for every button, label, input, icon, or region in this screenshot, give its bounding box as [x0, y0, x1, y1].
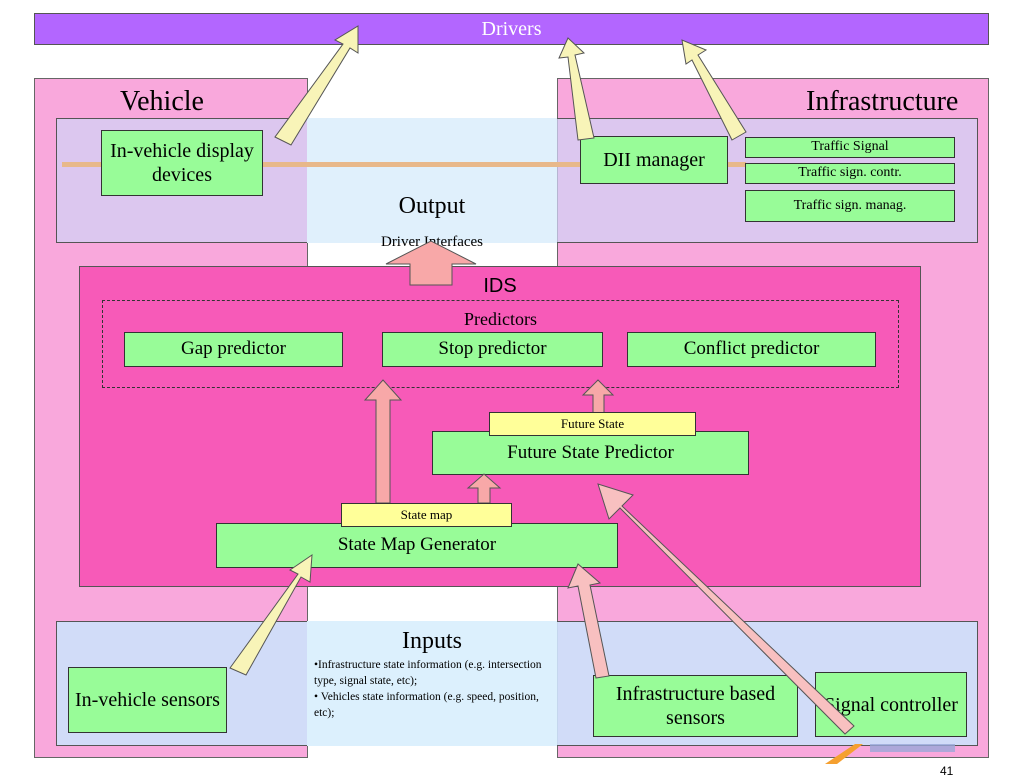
infra-sensors-box: Infrastructure based sensors [593, 675, 798, 737]
conflict-predictor-box: Conflict predictor [627, 332, 876, 367]
arrow-to-conflict-predictor [581, 379, 615, 414]
stop-predictor-label: Stop predictor [438, 338, 547, 360]
inputs-title: Inputs [402, 628, 462, 654]
traffic-signal-box: Traffic Signal [745, 137, 955, 158]
arrow-display-to-drivers [274, 25, 359, 146]
future-state-predictor-box: Future State Predictor [432, 431, 749, 475]
arrow-signal-to-future [597, 483, 855, 735]
traffic-sign-contr-box: Traffic sign. contr. [745, 163, 955, 184]
orange-line [62, 162, 746, 167]
gap-predictor-label: Gap predictor [181, 338, 286, 360]
in-vehicle-display-box: In-vehicle display devices [101, 130, 263, 196]
arrow-infra-to-statemap [567, 563, 610, 679]
inputs-bullet-1: •Infrastructure state information (e.g. … [314, 659, 542, 687]
arrow-to-future-state [466, 473, 502, 504]
traffic-signal-label: Traffic Signal [811, 139, 889, 155]
arrow-dii-to-drivers-1 [558, 37, 595, 141]
future-state-tag-label: Future State [560, 416, 625, 431]
arrow-sensors-to-statemap [229, 554, 313, 676]
in-vehicle-display-label: In-vehicle display devices [110, 140, 254, 186]
output-up-arrow [385, 240, 477, 286]
predictors-title: Predictors [464, 309, 537, 329]
stop-predictor-box: Stop predictor [382, 332, 603, 367]
output-title: Output [398, 193, 466, 219]
arrow-to-stop-predictor [363, 379, 403, 504]
state-map-tag-label: State map [400, 507, 453, 522]
inputs-center-panel [307, 621, 557, 746]
traffic-sign-manag-box: Traffic sign. manag. [745, 190, 955, 222]
conflict-predictor-label: Conflict predictor [683, 338, 820, 360]
dii-manager-box: DII manager [580, 136, 728, 184]
inputs-bullet-2: • Vehicles state information (e.g. speed… [314, 691, 539, 719]
signal-controller-label: Signal controller [824, 693, 958, 716]
dii-manager-label: DII manager [603, 149, 705, 171]
future-state-predictor-label: Future State Predictor [507, 441, 674, 463]
drivers-label: Drivers [481, 18, 542, 40]
state-map-tag: State map [341, 503, 512, 527]
infra-sensors-label: Infrastructure based sensors [615, 683, 776, 729]
vehicle-title: Vehicle [120, 86, 204, 117]
in-vehicle-sensors-label: In-vehicle sensors [75, 689, 220, 711]
predictors-group [102, 300, 899, 388]
gap-predictor-box: Gap predictor [124, 332, 343, 367]
traffic-sign-contr-label: Traffic sign. contr. [798, 165, 902, 181]
traffic-sign-manag-label: Traffic sign. manag. [793, 197, 907, 213]
ids-title: IDS [483, 275, 517, 297]
state-map-generator-label: State Map Generator [337, 534, 497, 556]
future-state-tag: Future State [489, 412, 696, 436]
infrastructure-title: Infrastructure [806, 86, 959, 117]
in-vehicle-sensors-box: In-vehicle sensors [68, 667, 227, 733]
page-number: 41 [940, 764, 954, 778]
output-center-panel [307, 118, 557, 243]
logo-watermark-fragment [825, 744, 955, 764]
arrow-dii-to-drivers-2 [681, 39, 747, 141]
drivers-bar: Drivers [34, 13, 989, 45]
